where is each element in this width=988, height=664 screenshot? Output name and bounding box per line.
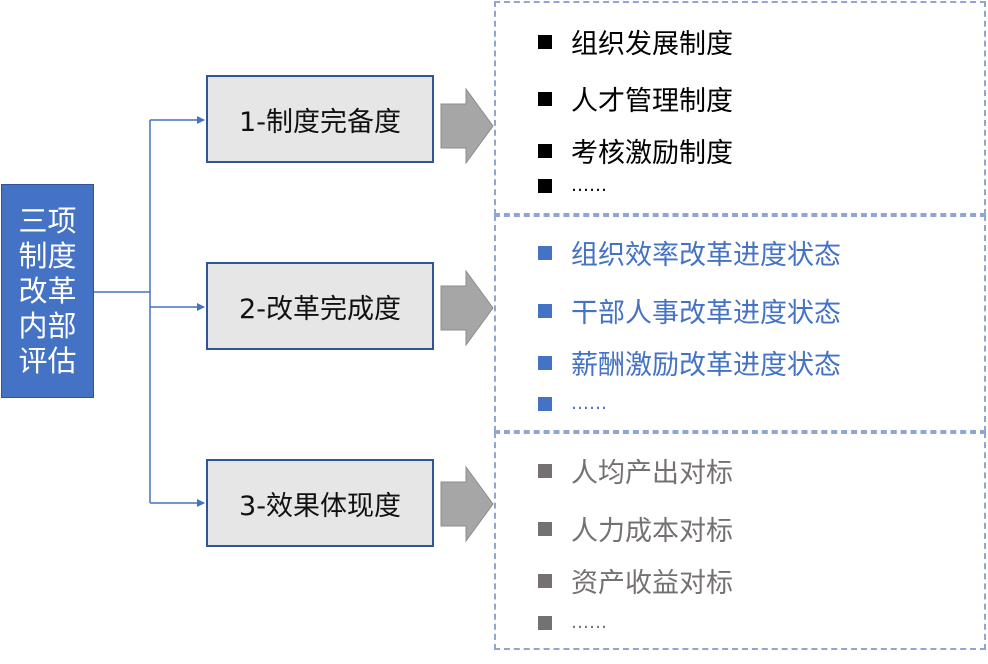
list-item-text: 人均产出对标 (571, 458, 733, 489)
block-arrow-1 (440, 87, 494, 165)
list-item: 考核激励制度 (538, 131, 733, 170)
list-item: 组织发展制度 (538, 22, 733, 61)
root-node-box: 三项 制度 改革 内部 评估 (1, 184, 94, 398)
dimension-label: 2-改革完成度 (239, 293, 401, 325)
square-bullet-icon (538, 245, 552, 260)
square-bullet-icon (538, 396, 552, 411)
root-label-line: 制度 (18, 238, 77, 273)
list-item-text: 人力成本对标 (571, 516, 733, 547)
square-bullet-icon (538, 573, 552, 588)
list-item: …… (538, 175, 607, 196)
list-item-text: 干部人事改革进度状态 (571, 298, 841, 329)
square-bullet-icon (538, 355, 552, 370)
block-arrow-2 (440, 269, 494, 347)
square-bullet-icon (538, 91, 552, 106)
root-label-line: 内部 (18, 308, 77, 343)
list-item: 薪酬激励改革进度状态 (538, 343, 841, 382)
list-item: 人才管理制度 (538, 79, 733, 118)
list-item-text: 组织发展制度 (571, 29, 733, 60)
list-item-text: 人才管理制度 (571, 86, 733, 117)
list-item: 人力成本对标 (538, 509, 733, 548)
item-group-2: 组织效率改革进度状态 干部人事改革进度状态 薪酬激励改革进度状态 …… (494, 215, 986, 432)
list-item: 人均产出对标 (538, 451, 733, 490)
list-item: 资产收益对标 (538, 561, 733, 600)
list-item-text: …… (571, 612, 607, 633)
square-bullet-icon (538, 143, 552, 158)
root-node-label: 三项 制度 改革 内部 评估 (18, 204, 76, 379)
list-item: …… (538, 393, 607, 414)
list-item-text: …… (571, 393, 607, 414)
list-item: 干部人事改革进度状态 (538, 291, 841, 330)
list-item-text: 组织效率改革进度状态 (571, 240, 841, 271)
dimension-label: 1-制度完备度 (239, 106, 401, 138)
item-group-3: 人均产出对标 人力成本对标 资产收益对标 …… (494, 432, 986, 650)
square-bullet-icon (538, 34, 552, 49)
root-label-line: 三项 (18, 203, 77, 238)
dimension-box-2: 2-改革完成度 (206, 262, 434, 350)
dimension-label: 3-效果体现度 (239, 490, 401, 522)
square-bullet-icon (538, 463, 552, 478)
square-bullet-icon (538, 303, 552, 318)
root-label-line: 评估 (18, 343, 77, 378)
item-group-1: 组织发展制度 人才管理制度 考核激励制度 …… (494, 1, 986, 215)
square-bullet-icon (538, 521, 552, 536)
square-bullet-icon (538, 615, 552, 630)
block-arrow-3 (440, 465, 494, 543)
square-bullet-icon (538, 178, 552, 193)
list-item-text: …… (571, 175, 607, 196)
root-label-line: 改革 (18, 273, 77, 308)
dimension-box-1: 1-制度完备度 (206, 75, 434, 163)
list-item: …… (538, 612, 607, 633)
list-item-text: 资产收益对标 (571, 568, 733, 599)
list-item-text: 薪酬激励改革进度状态 (571, 350, 841, 381)
list-item-text: 考核激励制度 (571, 138, 733, 169)
dimension-box-3: 3-效果体现度 (206, 459, 434, 547)
list-item: 组织效率改革进度状态 (538, 233, 841, 272)
